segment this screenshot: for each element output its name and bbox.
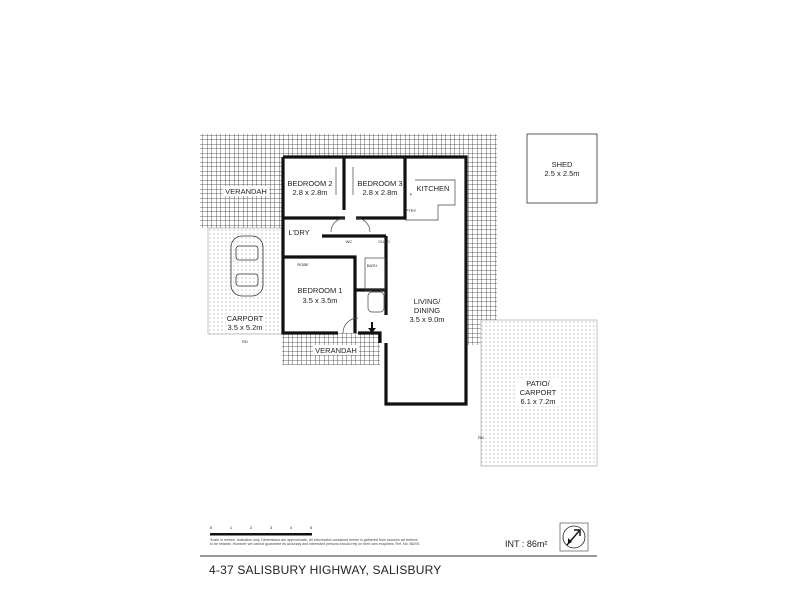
bedroom1-label: BEDROOM 1 bbox=[297, 286, 342, 295]
bedroom1-size: 3.5 x 3.5m bbox=[302, 296, 337, 305]
property-address: 4-37 SALISBURY HIGHWAY, SALISBURY bbox=[209, 563, 442, 577]
verandah-label-top: VERANDAH bbox=[225, 187, 267, 196]
fridge-label: F bbox=[410, 192, 413, 197]
carport-size: 3.5 x 5.2m bbox=[227, 323, 262, 332]
bedroom3-size: 2.8 x 2.8m bbox=[362, 188, 397, 197]
shed-label: SHED bbox=[552, 160, 573, 169]
patio-carport-label: CARPORT bbox=[520, 388, 557, 397]
svg-text:3: 3 bbox=[270, 525, 273, 530]
svg-text:1: 1 bbox=[230, 525, 233, 530]
living-size: 3.5 x 9.0m bbox=[409, 315, 444, 324]
wc-label: WC bbox=[346, 239, 353, 244]
dining-label: DINING bbox=[414, 306, 440, 315]
disclaimer-text: Scale in metres. Indicative only. Dimens… bbox=[210, 538, 420, 547]
kitchen-label: KITCHEN bbox=[417, 184, 450, 193]
scale-bar: 0 1 2 3 4 5 bbox=[210, 525, 313, 536]
house bbox=[281, 155, 468, 406]
bedroom3-label: BEDROOM 3 bbox=[357, 179, 402, 188]
internal-area: INT : 86m² bbox=[505, 539, 548, 549]
shed bbox=[526, 133, 598, 204]
car-icon bbox=[230, 235, 264, 297]
rd-label-patio: RD bbox=[478, 435, 484, 440]
pantry-label: PTRY bbox=[406, 208, 417, 213]
verandah-label-bottom: VERANDAH bbox=[315, 346, 357, 355]
patio-size: 6.1 x 7.2m bbox=[520, 397, 555, 406]
bedroom2-size: 2.8 x 2.8m bbox=[292, 188, 327, 197]
laundry-label: L'DRY bbox=[288, 228, 309, 237]
north-arrow-icon bbox=[559, 522, 589, 552]
carport-label: CARPORT bbox=[227, 314, 264, 323]
cupboard-label: CUPD bbox=[378, 239, 389, 244]
bedroom2-label: BEDROOM 2 bbox=[287, 179, 332, 188]
patio-label: PATIO/ bbox=[526, 379, 550, 388]
rd-label-carport: RD bbox=[242, 339, 248, 344]
living-label: LIVING/ bbox=[414, 297, 442, 306]
shed-size: 2.5 x 2.5m bbox=[544, 169, 579, 178]
entry-arrow-icon bbox=[368, 322, 376, 333]
bath-label: BATH bbox=[367, 263, 377, 268]
svg-text:2: 2 bbox=[250, 525, 253, 530]
svg-text:0: 0 bbox=[210, 525, 213, 530]
svg-text:4: 4 bbox=[290, 525, 293, 530]
robe-label: ROBE bbox=[297, 262, 309, 267]
svg-text:5: 5 bbox=[310, 525, 313, 530]
